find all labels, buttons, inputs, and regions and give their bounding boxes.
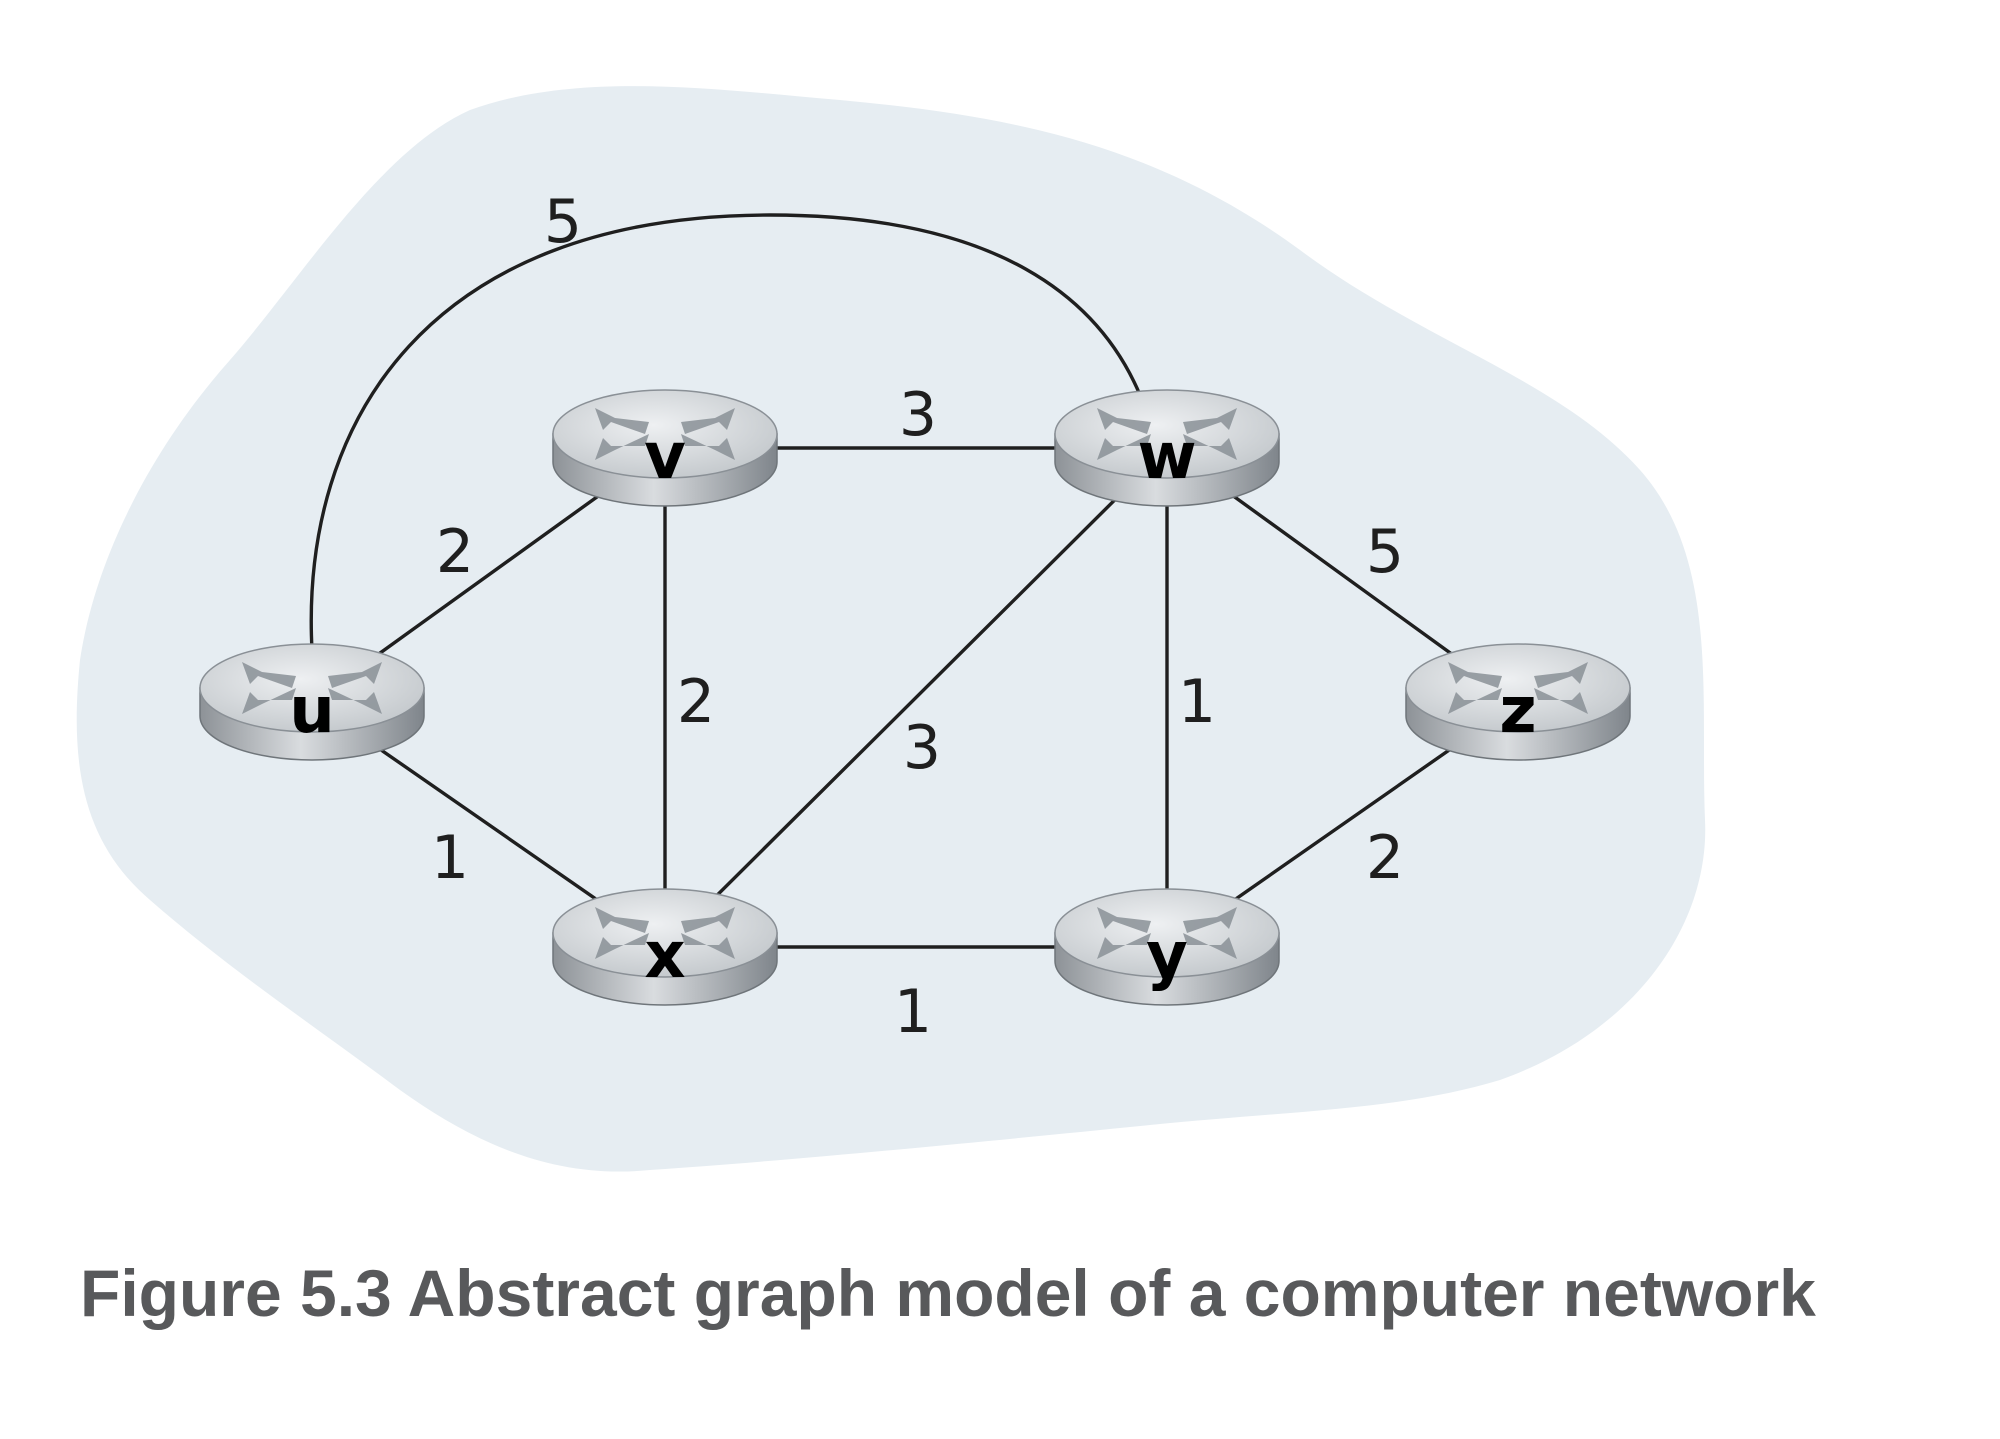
- router-label-v: v: [644, 420, 686, 494]
- router-label-z: z: [1499, 674, 1536, 748]
- edge-weight-w-z: 5: [1366, 517, 1404, 587]
- router-node-v: v: [552, 389, 778, 507]
- edge-weight-y-z: 2: [1366, 823, 1404, 893]
- edge-weight-u-w: 5: [544, 187, 582, 257]
- edge-weight-u-v: 2: [436, 517, 474, 587]
- router-label-x: x: [644, 919, 685, 993]
- router-node-y: y: [1054, 888, 1280, 1006]
- edge-weight-x-y: 1: [894, 977, 932, 1047]
- router-node-x: x: [552, 888, 778, 1006]
- edge-x-w: [663, 446, 1169, 949]
- router-arrows-icon: [242, 662, 382, 714]
- router-label-u: u: [289, 674, 335, 748]
- edge-weight-x-w: 3: [903, 713, 941, 783]
- router-node-u: u: [199, 643, 425, 761]
- figure-caption: Figure 5.3 Abstract graph model of a com…: [80, 1256, 1816, 1330]
- network-cloud-background: [76, 86, 1706, 1172]
- router-arrows-icon: [595, 907, 735, 959]
- edge-u-w: [309, 213, 1142, 652]
- edge-weight-u-x: 1: [431, 823, 469, 893]
- router-label-w: w: [1137, 420, 1196, 494]
- router-node-w: w: [1054, 389, 1280, 507]
- edge-weight-w-y: 1: [1178, 667, 1216, 737]
- router-arrows-icon: [1448, 662, 1588, 714]
- edge-weight-v-x: 2: [677, 667, 715, 737]
- router-node-z: z: [1405, 643, 1631, 761]
- router-label-y: y: [1146, 919, 1188, 993]
- router-arrows-icon: [595, 408, 735, 460]
- edge-weight-v-w: 3: [899, 380, 937, 450]
- router-arrows-icon: [1097, 907, 1237, 959]
- router-arrows-icon: [1097, 408, 1237, 460]
